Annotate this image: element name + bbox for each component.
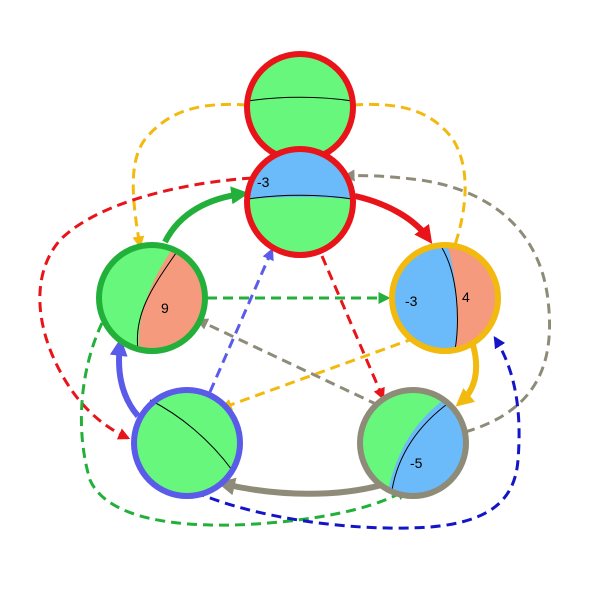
edge-right-to-bottom-left [219,336,416,411]
node-left-label: 9 [161,300,169,316]
edge-bottom-left-to-left [109,337,141,418]
node-right: -3 4 [389,242,501,354]
edge-bottom-left-to-top [208,247,274,393]
node-bottom-left [131,387,243,499]
node-top: -3 [244,146,356,258]
edge-left-to-top [162,186,250,244]
node-top-label: -3 [257,174,270,190]
edge-bottom-right-to-bottom-left [216,477,386,497]
edge-right-to-bottom-right [455,344,480,407]
edge-right-to-top [342,169,552,434]
node-right-label-a: -3 [405,293,418,309]
node-right-label-b: 4 [462,289,470,305]
edge-top-to-bottom-right [320,255,385,401]
node-bottom-right-label: -5 [410,455,423,471]
node-left: 9 [96,242,208,354]
node-bottom-right: -5 [357,387,469,499]
edge-top-to-right [354,193,433,244]
node-top-outer [244,51,356,163]
dashed-edges [38,102,552,530]
edge-left-to-bottom-right [79,322,409,527]
edge-top-outer-to-left [131,102,248,249]
edge-top-outer-to-right [352,102,467,246]
edge-bottom-right-to-left [195,318,379,407]
solid-edges [109,186,480,497]
edge-bottom-left-to-right [194,335,521,530]
edge-top-to-bottom-left [38,176,253,440]
